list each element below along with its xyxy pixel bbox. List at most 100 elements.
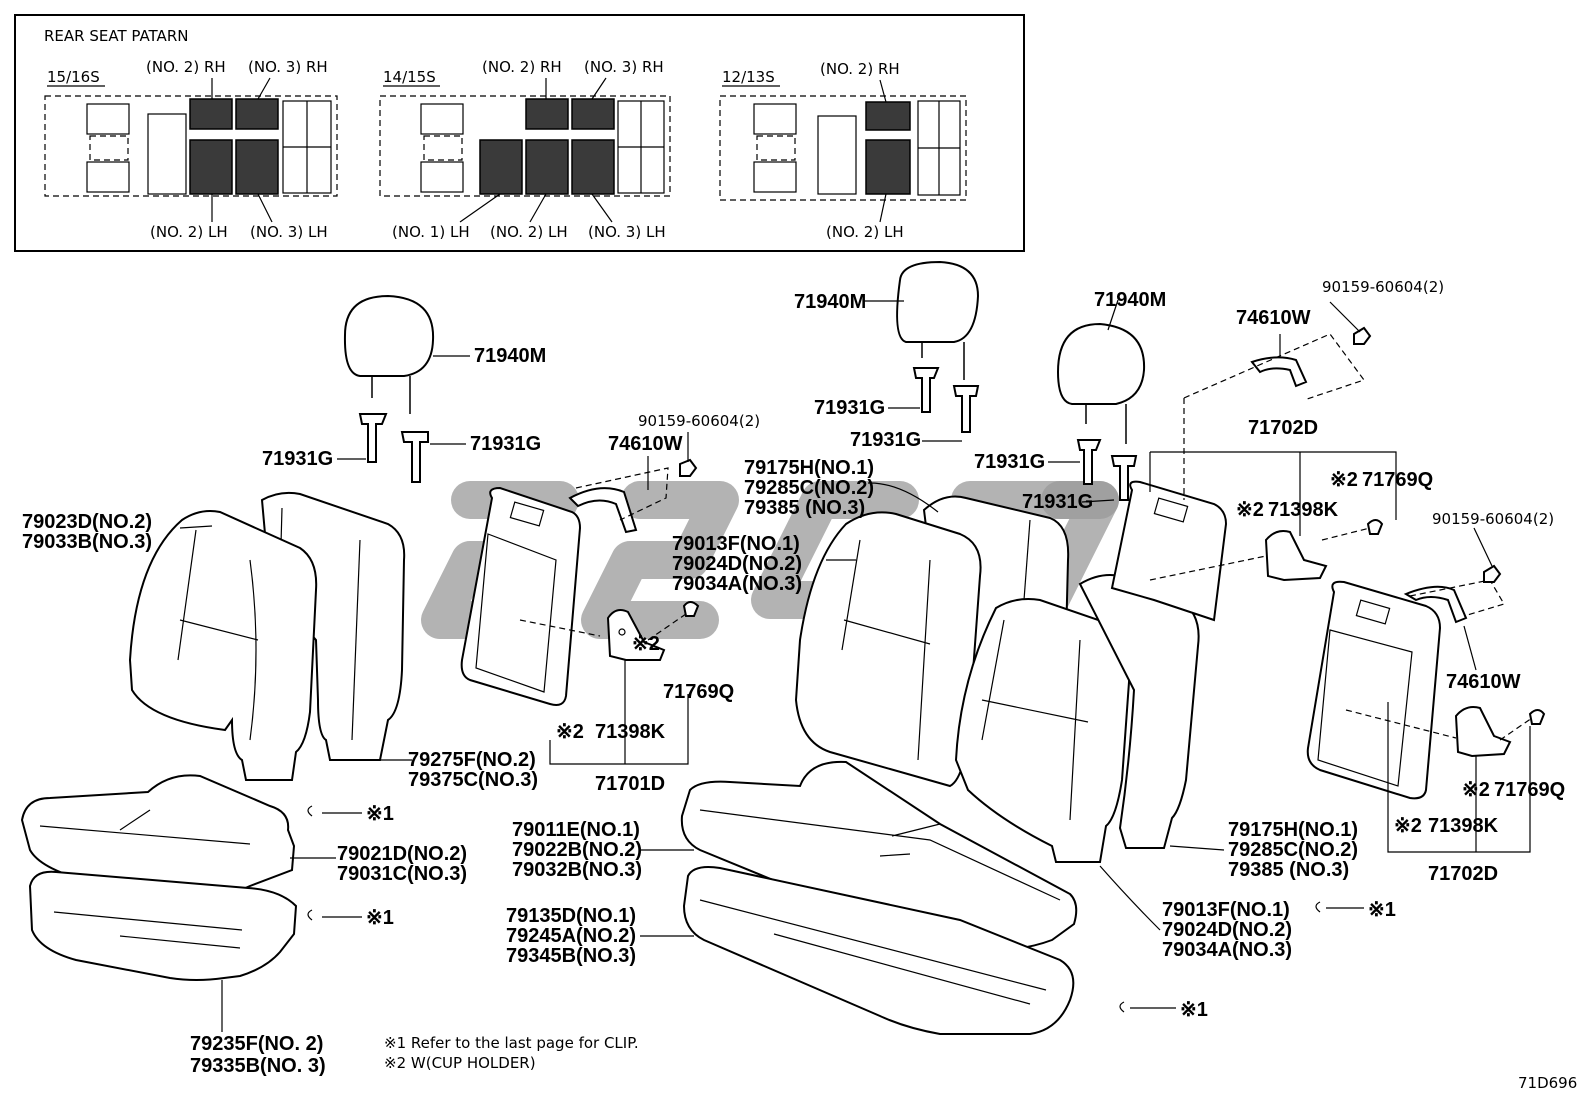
part-number[interactable]: 71931G [1022,491,1093,513]
hinge-note: ※2 [1236,499,1264,521]
seat-no2-rh [525,98,569,130]
part-number[interactable]: 71931G [814,397,885,419]
part-number[interactable]: 79235F(NO. 2) [190,1033,323,1055]
part-number[interactable]: 71940M [1094,289,1166,311]
board-right-bottom [1306,580,1442,800]
part-number[interactable]: 79013F(NO.1) [672,533,800,555]
part-number[interactable]: 79175H(NO.1) [744,457,874,479]
part-number[interactable]: 79023D(NO.2) [22,511,152,533]
pattern-label: (NO. 2) RH [820,60,900,78]
clip-ref-icon [1119,1001,1125,1013]
hinge-note: ※2 [556,721,584,743]
part-number[interactable]: 71931G [850,429,921,451]
pattern-label: (NO. 2) RH [482,58,562,76]
board-right-top [1110,480,1228,622]
part-number[interactable]: 71940M [474,345,546,367]
clip-ref-icon [1315,901,1321,913]
pattern-label: (NO. 3) RH [584,58,664,76]
handle-right-top [1250,356,1308,388]
part-number[interactable]: 79024D(NO.2) [672,553,802,575]
seat-no2-lh [525,139,569,195]
part-number[interactable]: 79375C(NO.3) [408,769,538,791]
pattern-group-14-15s: 14/15S (NO. 2) RH (NO. 3) RH (NO. 1) LH … [379,58,671,241]
part-number[interactable]: 79335B(NO. 3) [190,1055,326,1077]
part-number[interactable]: 74610W [1236,307,1311,329]
part-number[interactable]: 79011E(NO.1) [512,819,640,841]
rear-seat-pattern-box: REAR SEAT PATARN 15/16S (NO. 2) RH (NO. … [14,14,1025,252]
clip-ref-icon [307,805,313,817]
part-number[interactable]: 90159-60604(2) [1432,510,1554,528]
hinge-note: ※2 [1394,815,1422,837]
seat-no3-lh [235,139,279,195]
part-number[interactable]: 79175H(NO.1) [1228,819,1358,841]
board-left [460,486,582,706]
hinge-left [606,609,666,661]
part-number[interactable]: 71769Q [1494,779,1565,801]
part-number[interactable]: 79032B(NO.3) [512,859,642,881]
screw-left [679,458,698,477]
pattern-title: REAR SEAT PATARN [44,27,188,45]
part-number[interactable]: 79275F(NO.2) [408,749,536,771]
part-number[interactable]: 79245A(NO.2) [506,925,636,947]
part-number[interactable]: 71398K [1428,815,1499,837]
part-number[interactable]: 79285C(NO.2) [1228,839,1358,861]
part-number[interactable]: 79345B(NO.3) [506,945,636,967]
part-number[interactable]: 79385 (NO.3) [1228,859,1349,881]
part-number[interactable]: 79024D(NO.2) [1162,919,1292,941]
part-number[interactable]: 74610W [608,433,683,455]
part-number[interactable]: 71769Q [1362,469,1433,491]
hinge-right-top [1264,530,1328,582]
footnote-clip: ※1 Refer to the last page for CLIP. [384,1034,639,1052]
part-number[interactable]: 79034A(NO.3) [1162,939,1292,961]
clip-right-top [1366,519,1384,535]
pattern-group-15-16s: 15/16S (NO. 2) RH (NO. 3) RH (NO. 2) LH … [44,58,338,241]
part-number[interactable]: 71769Q [663,681,734,703]
part-number[interactable]: 79031C(NO.3) [337,863,467,885]
part-number[interactable]: 79385 (NO.3) [744,497,865,519]
support-left-2 [400,431,429,483]
seat-no2-rh [189,98,233,130]
part-number[interactable]: 71940M [794,291,866,313]
part-number[interactable]: 79033B(NO.3) [22,531,152,553]
support-left-1 [358,413,388,463]
part-number[interactable]: 71701D [595,773,665,795]
part-number[interactable]: 71398K [595,721,666,743]
part-number[interactable]: 79013F(NO.1) [1162,899,1290,921]
headrest-right [1056,322,1146,405]
part-number[interactable]: 79034A(NO.3) [672,573,802,595]
part-number[interactable]: 71931G [262,448,333,470]
handle-right-bottom [1403,585,1468,624]
seatback-right-front [954,598,1132,863]
pattern-label: (NO. 2) LH [150,223,228,241]
part-number[interactable]: 71931G [470,433,541,455]
part-number[interactable]: 71931G [974,451,1045,473]
part-number[interactable]: 79022B(NO.2) [512,839,642,861]
screw-right-top [1353,326,1372,345]
clip-right-bottom [1528,709,1546,725]
support-middle-2 [952,385,980,433]
seat-no3-rh [235,98,279,130]
part-number[interactable]: 71702D [1428,863,1498,885]
clip-ref: ※1 [366,803,394,825]
part-number[interactable]: 90159-60604(2) [638,412,760,430]
pattern-label: (NO. 2) RH [146,58,226,76]
diagram-code: 71D696 [1518,1074,1577,1092]
part-number[interactable]: 79135D(NO.1) [506,905,636,927]
clip-note: ※2 [1462,779,1490,801]
part-number[interactable]: 90159-60604(2) [1322,278,1444,296]
left-seat-assembly [20,294,700,981]
part-number[interactable]: 79021D(NO.2) [337,843,467,865]
support-middle-1 [912,367,940,413]
pattern-seat-count: 12/13S [722,68,775,86]
part-number[interactable]: 74610W [1446,671,1521,693]
seatback-middle-front [794,511,982,788]
hinge-right-bottom [1454,706,1512,758]
clip-left [682,601,700,617]
seat-no3-rh [571,98,615,130]
footnote-cup-holder: ※2 W(CUP HOLDER) [384,1054,536,1072]
part-number[interactable]: 71398K [1268,499,1339,521]
part-number[interactable]: 79285C(NO.2) [744,477,874,499]
footnotes: ※1 Refer to the last page for CLIP. ※2 W… [384,1034,1577,1092]
part-number[interactable]: 71702D [1248,417,1318,439]
